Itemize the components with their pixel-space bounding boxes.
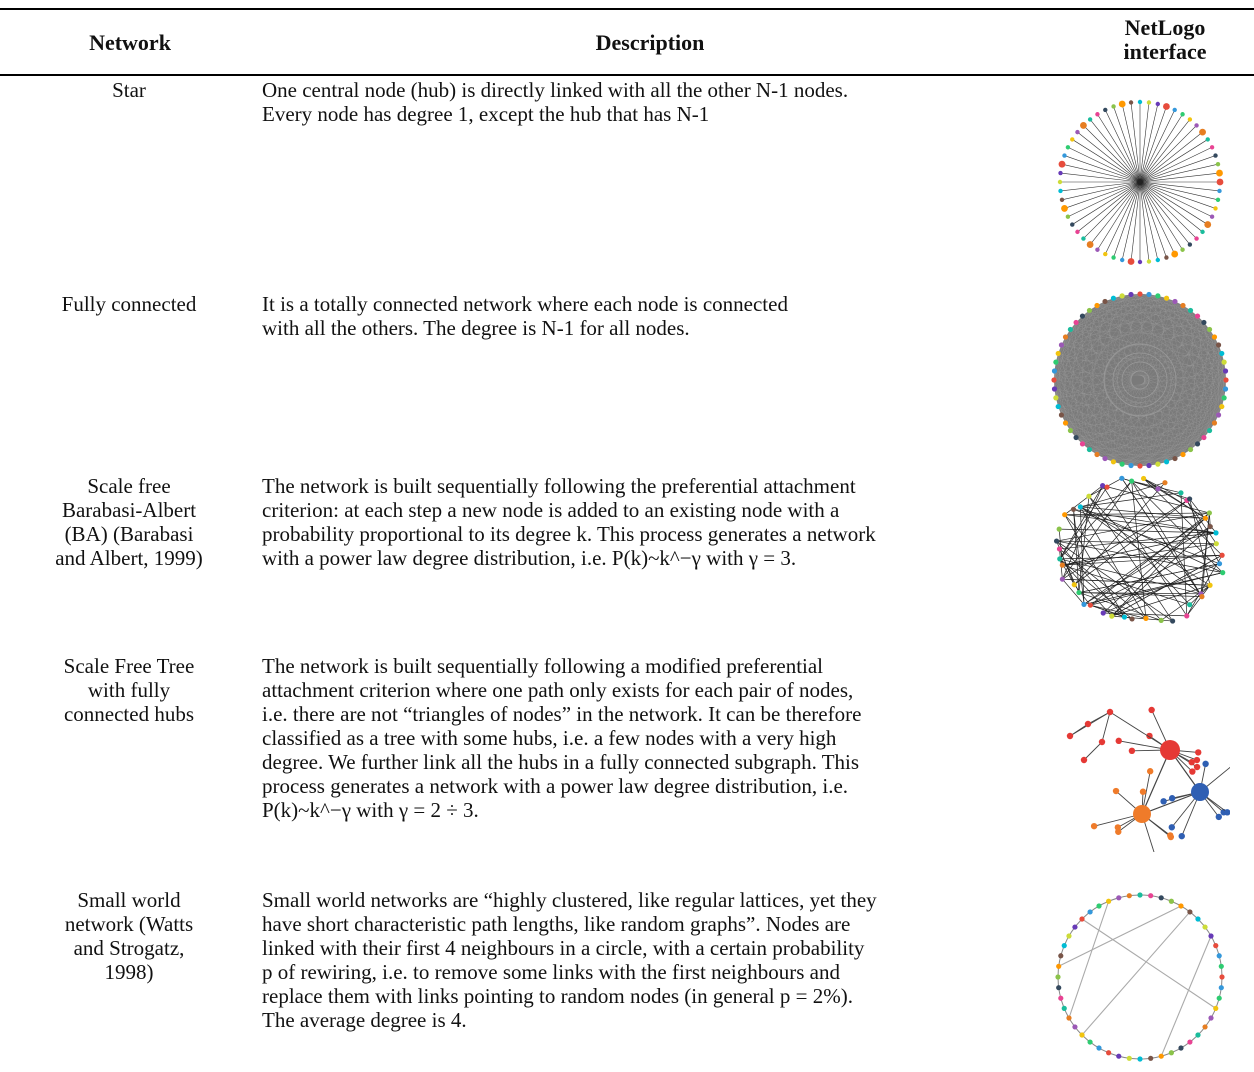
header-netlogo-line2: interface <box>1123 39 1207 64</box>
network-name-line: Scale Free Tree <box>63 654 195 678</box>
network-name: Small world network (Watts and Strogatz,… <box>0 888 258 984</box>
header-netlogo-line1: NetLogo <box>1124 15 1206 40</box>
description-line: attachment criterion where one path only… <box>262 678 854 702</box>
description-line: The network is built sequentially follow… <box>262 654 824 678</box>
star-network-icon <box>1050 92 1230 272</box>
network-name-line: with fully <box>87 678 171 702</box>
description-line: probability proportional to its degree k… <box>262 522 876 546</box>
description-line: criterion: at each step a new node is ad… <box>262 498 840 522</box>
header-netlogo-interface: NetLogo interface <box>1080 16 1250 64</box>
network-name-line: Small world <box>77 888 181 912</box>
description-line: The network is built sequentially follow… <box>262 474 856 498</box>
fully-connected-network-icon <box>1050 290 1230 470</box>
description-line: with all the others. The degree is N-1 f… <box>262 316 690 340</box>
description-line: have short characteristic path lengths, … <box>262 912 851 936</box>
network-description: Small world networks are “highly cluster… <box>262 888 1028 1032</box>
description-line: p of rewiring, i.e. to remove some links… <box>262 960 840 984</box>
scale-free-tree-network-icon <box>1050 672 1230 852</box>
scale-free-ba-network-icon <box>1050 472 1230 632</box>
network-name-line: Scale free <box>87 474 171 498</box>
description-line: It is a totally connected network where … <box>262 292 788 316</box>
network-name-line: Star <box>112 78 146 102</box>
network-name-line: connected hubs <box>63 702 195 726</box>
network-name-line: 1998) <box>104 960 154 984</box>
small-world-network-icon <box>1050 886 1230 1068</box>
description-line: process generates a network with a power… <box>262 774 849 798</box>
header-network: Network <box>89 30 171 55</box>
network-description: One central node (hub) is directly linke… <box>262 78 1028 126</box>
description-line: degree. We further link all the hubs in … <box>262 750 860 774</box>
network-description: The network is built sequentially follow… <box>262 654 1028 822</box>
network-description: The network is built sequentially follow… <box>262 474 1028 570</box>
network-name-line: and Albert, 1999) <box>55 546 203 570</box>
description-line: One central node (hub) is directly linke… <box>262 78 849 102</box>
description-line: The average degree is 4. <box>262 1008 467 1032</box>
network-name-line: Fully connected <box>61 292 197 316</box>
network-name-line: (BA) (Barabasi <box>64 522 194 546</box>
table-header-rule <box>0 74 1254 76</box>
description-line: with a power law degree distribution, i.… <box>262 546 797 570</box>
description-line: P(k)~k^−γ with γ = 2 ÷ 3. <box>262 798 479 822</box>
description-line: Every node has degree 1, except the hub … <box>262 102 710 126</box>
description-line: classified as a tree with some hubs, i.e… <box>262 726 837 750</box>
table-top-rule <box>0 8 1254 10</box>
description-line: linked with their first 4 neighbours in … <box>262 936 865 960</box>
header-description: Description <box>595 30 705 55</box>
network-name-line: and Strogatz, <box>73 936 185 960</box>
network-name-line: network (Watts <box>64 912 194 936</box>
network-name: Scale Free Tree with fully connected hub… <box>0 654 258 726</box>
network-name-line: Barabasi-Albert <box>61 498 197 522</box>
network-name: Fully connected <box>0 292 258 316</box>
description-line: i.e. there are not “triangles of nodes” … <box>262 702 862 726</box>
description-line: Small world networks are “highly cluster… <box>262 888 877 912</box>
description-line: replace them with links pointing to rand… <box>262 984 853 1008</box>
network-name: Scale free Barabasi-Albert (BA) (Barabas… <box>0 474 258 570</box>
network-name: Star <box>0 78 258 102</box>
network-description: It is a totally connected network where … <box>262 292 1028 340</box>
